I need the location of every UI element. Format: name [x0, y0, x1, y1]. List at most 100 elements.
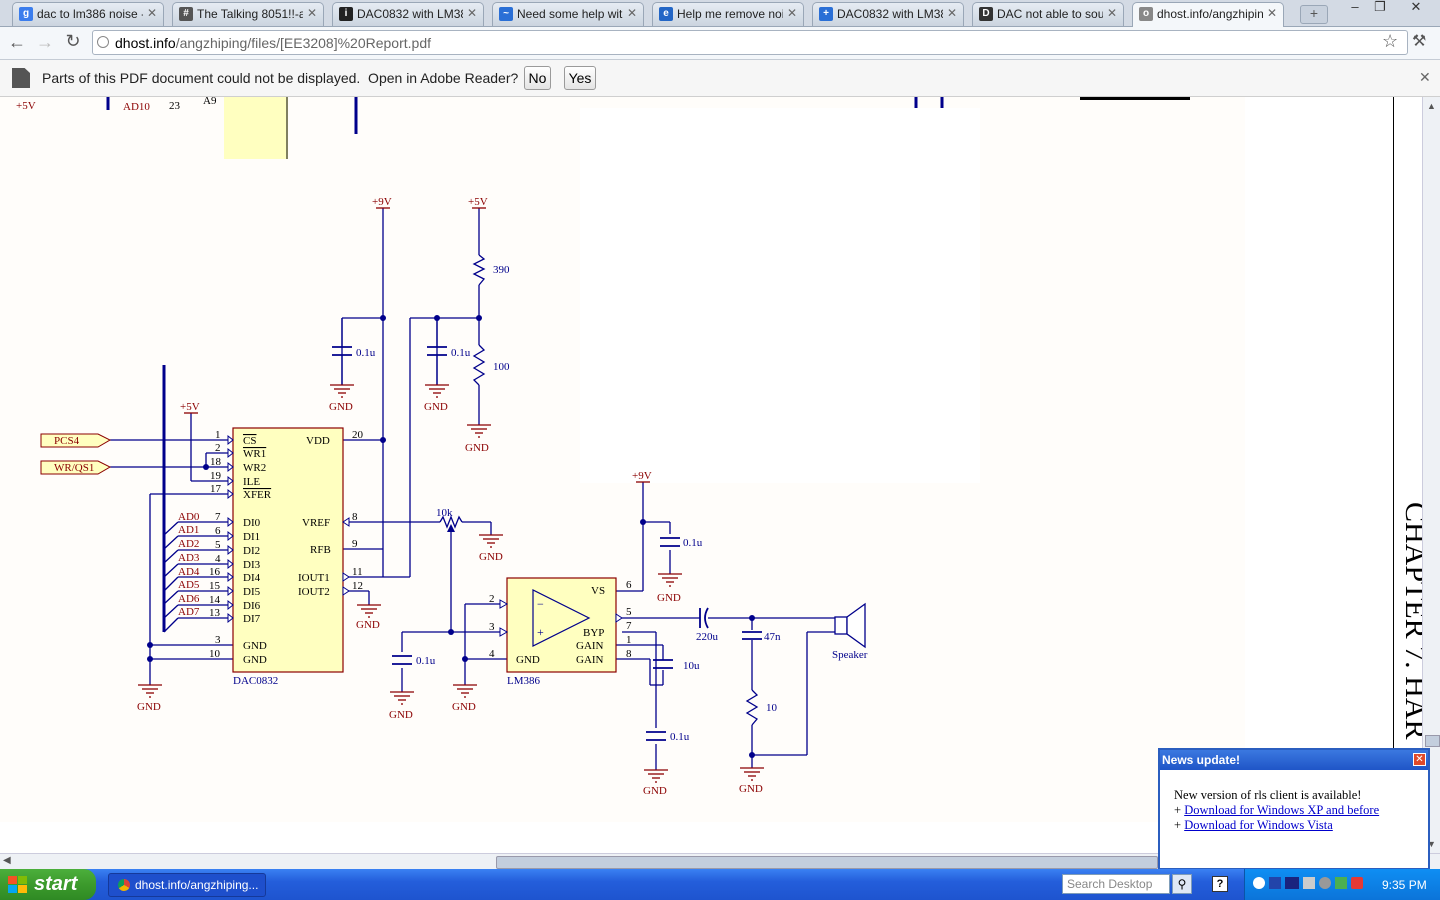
label-cap-10u: 10u: [683, 660, 700, 672]
amp-pin-gain-b: GAIN: [576, 654, 604, 666]
new-tab-button[interactable]: +: [1300, 5, 1328, 24]
news-popup: News update! ✕ New version of rls client…: [1158, 748, 1430, 870]
amp-pinnum: 8: [626, 648, 632, 660]
tab-close-icon[interactable]: ✕: [626, 6, 637, 20]
scroll-left-icon[interactable]: ◀: [3, 855, 11, 866]
tab-close-icon[interactable]: ✕: [306, 6, 317, 20]
star-icon[interactable]: ☆: [1382, 31, 1399, 51]
popup-title: News update!: [1160, 750, 1428, 770]
tab-title: dac to lm386 noise - Go: [37, 7, 143, 21]
label-pot: 10k: [436, 507, 453, 519]
tab-3[interactable]: ~Need some help with D/✕: [492, 2, 644, 26]
dac-pin-di6: DI6: [243, 600, 261, 612]
start-button[interactable]: start: [0, 869, 96, 900]
dac0832-chip: [232, 427, 344, 673]
amp-pin-vs: VS: [591, 585, 605, 597]
amp-pinnum: 3: [489, 621, 495, 633]
tray-search-icon[interactable]: [1253, 877, 1265, 889]
page-icon: [97, 36, 109, 48]
label-ad: AD7: [178, 606, 200, 618]
dac-pinnum: 16: [209, 566, 221, 578]
download-xp-link[interactable]: Download for Windows XP and before: [1184, 803, 1380, 817]
dac-pin-di4: DI4: [243, 572, 261, 584]
dac-pin-cs: CS: [243, 435, 256, 447]
tab-favicon-icon: ~: [499, 7, 513, 21]
tray-app-icon[interactable]: [1335, 877, 1347, 889]
dac-pin-di2: DI2: [243, 545, 260, 557]
amp-pinnum: 6: [626, 579, 632, 591]
label-ad: AD4: [178, 566, 200, 578]
label-ad: AD2: [178, 538, 199, 550]
pdf-viewport[interactable]: +5V AD10 23 A9: [0, 97, 1422, 853]
label-r390: 390: [493, 264, 510, 276]
dac-pinnum: 18: [210, 456, 222, 468]
forward-icon[interactable]: →: [36, 32, 54, 52]
tray-network-icon[interactable]: [1269, 877, 1281, 889]
tab-favicon-icon: D: [979, 7, 993, 21]
tab-close-icon[interactable]: ✕: [1266, 6, 1277, 20]
tab-5[interactable]: +DAC0832 with LM386 ar✕: [812, 2, 964, 26]
scroll-up-icon[interactable]: ▲: [1427, 101, 1436, 111]
horizontal-scroll-thumb[interactable]: [496, 856, 1158, 869]
address-bar[interactable]: dhost.info/angzhiping/files/[EE3208]%20R…: [92, 30, 1408, 55]
label-speaker: Speaker: [832, 649, 868, 661]
tray-monitor-icon[interactable]: [1303, 877, 1315, 889]
tab-close-icon[interactable]: ✕: [786, 6, 797, 20]
label-cap1: 0.1u: [356, 347, 376, 359]
search-icon[interactable]: ⚲: [1172, 874, 1192, 894]
no-button[interactable]: No: [524, 66, 551, 90]
dac-pin-wr2: WR2: [243, 462, 266, 474]
wrench-icon[interactable]: ⚒: [1412, 33, 1427, 50]
scroll-down-icon[interactable]: ▼: [1427, 839, 1436, 849]
tab-close-icon[interactable]: ✕: [946, 6, 957, 20]
label-pin23: 23: [169, 100, 181, 112]
back-icon[interactable]: ←: [8, 32, 26, 52]
label-amp-name: LM386: [507, 675, 541, 687]
label-ad: AD1: [178, 524, 199, 536]
dac-pin-xfer: XFER: [243, 489, 272, 501]
amp-pinnum: 7: [626, 620, 632, 632]
dac-pinnum: 17: [210, 483, 222, 495]
tab-close-icon[interactable]: ✕: [1106, 6, 1117, 20]
download-vista-link[interactable]: Download for Windows Vista: [1184, 818, 1333, 832]
tab-1[interactable]: #The Talking 8051!!-audi✕: [172, 2, 324, 26]
popup-close-icon[interactable]: ✕: [1413, 753, 1426, 766]
close-window-button[interactable]: ✕: [1410, 0, 1422, 14]
label-gnd-8: GND: [452, 701, 476, 713]
popup-message: New version of rls client is available!: [1174, 788, 1362, 802]
horizontal-scrollbar[interactable]: ◀: [0, 853, 1440, 870]
amp-pin-byp: BYP: [583, 627, 604, 639]
taskbar-item-browser[interactable]: dhost.info/angzhiping...: [108, 873, 266, 897]
dac-pinnum: 4: [215, 553, 221, 565]
vertical-scroll-thumb[interactable]: [1425, 735, 1440, 747]
tab-close-icon[interactable]: ✕: [466, 6, 477, 20]
help-icon[interactable]: ?: [1212, 876, 1228, 892]
tab-6[interactable]: D DAC not able to sound ✕: [972, 2, 1124, 26]
dac-pin-gnd-a: GND: [243, 640, 267, 652]
tray-rls-icon[interactable]: [1285, 877, 1299, 889]
restore-button[interactable]: ❐: [1374, 0, 1386, 14]
desktop-search-input[interactable]: Search Desktop: [1062, 874, 1170, 894]
label-gnd-4: GND: [479, 551, 503, 563]
infobar-close-icon[interactable]: ✕: [1419, 69, 1431, 85]
label-r10: 10: [766, 702, 778, 714]
tray-shield-icon[interactable]: [1351, 877, 1363, 889]
label-cap2: 0.1u: [451, 347, 471, 359]
tab-close-icon[interactable]: ✕: [146, 6, 157, 20]
svg-text:−: −: [537, 597, 544, 611]
vertical-scrollbar[interactable]: ▲ ▼: [1422, 97, 1440, 853]
system-tray: [1244, 869, 1440, 900]
yes-button[interactable]: Yes: [564, 66, 596, 90]
infobar-message: Parts of this PDF document could not be …: [42, 70, 519, 86]
dac-pinnum: 6: [215, 525, 221, 537]
label-5v-a: +5V: [468, 196, 488, 208]
tray-disk-icon[interactable]: [1319, 877, 1331, 889]
minimize-button[interactable]: –: [1351, 0, 1359, 14]
tab-title: DAC not able to sound: [997, 7, 1103, 21]
reload-icon[interactable]: ↻: [65, 31, 81, 51]
label-dac-name: DAC0832: [233, 675, 278, 687]
